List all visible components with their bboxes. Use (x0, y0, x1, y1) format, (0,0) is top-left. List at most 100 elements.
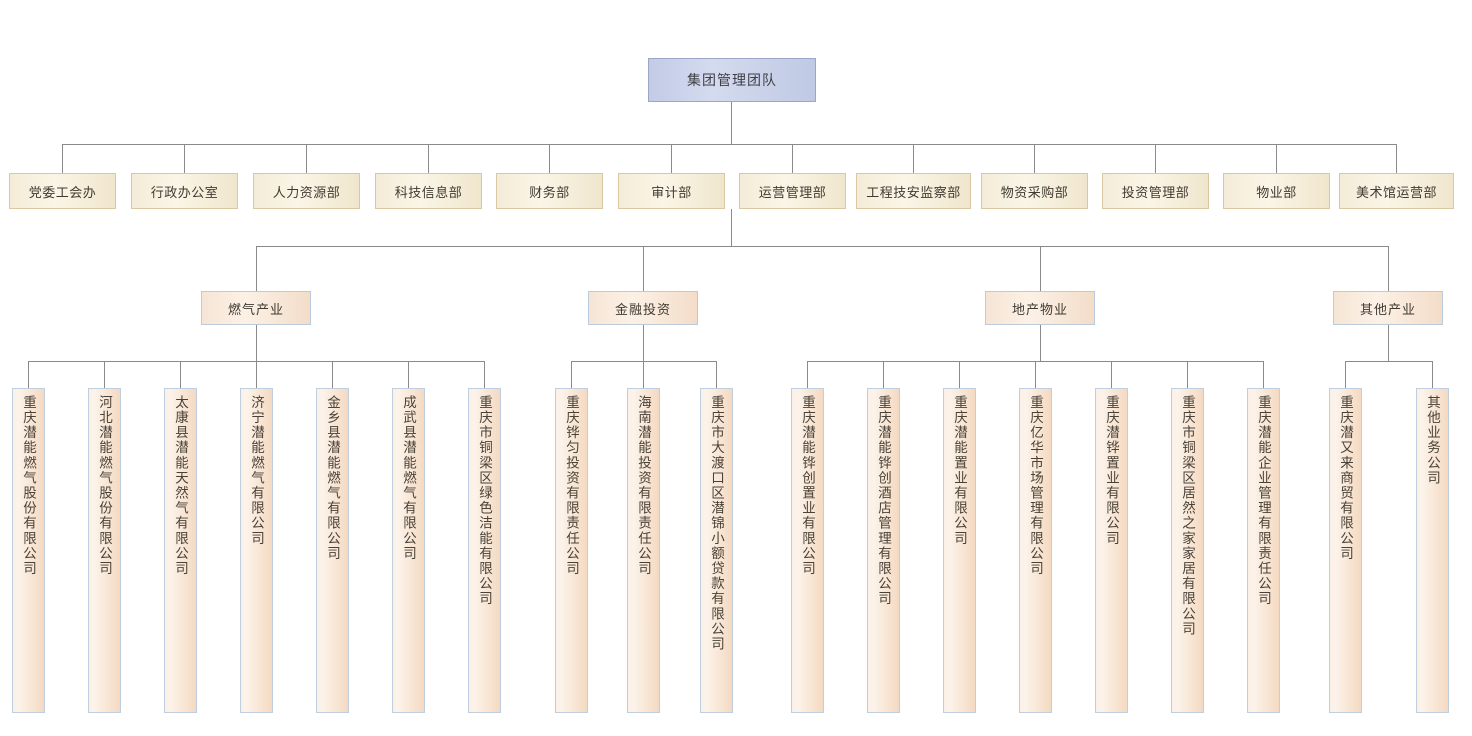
connector-dept-stem-3 (428, 144, 429, 173)
node-label: 重庆亿华市场管理有限公司 (1028, 395, 1043, 577)
connector-gas-stem-2 (180, 361, 181, 388)
node-company-property-5[interactable]: 重庆市铜梁区居然之家家居有限公司 (1171, 388, 1204, 713)
node-company-property-2[interactable]: 重庆潜能置业有限公司 (943, 388, 976, 713)
node-label: 工程技安监察部 (866, 184, 961, 200)
connector-gas-stem-4 (332, 361, 333, 388)
node-division-other[interactable]: 其他产业 (1333, 291, 1443, 325)
node-label: 科技信息部 (394, 184, 463, 200)
node-company-gas-1[interactable]: 河北潜能燃气股份有限公司 (88, 388, 121, 713)
node-label: 运营管理部 (758, 184, 827, 200)
connector-division-stem-0 (256, 246, 257, 291)
connector-other-stem-0 (1345, 361, 1346, 388)
connector-other-stem-1 (1432, 361, 1433, 388)
node-company-property-1[interactable]: 重庆潜能铧创酒店管理有限公司 (867, 388, 900, 713)
connector-gas-feed (256, 325, 257, 361)
connector-dept-stem-0 (62, 144, 63, 173)
connector-dept-stem-10 (1276, 144, 1277, 173)
node-dept-2[interactable]: 人力资源部 (253, 173, 360, 209)
connector-dept-stem-6 (792, 144, 793, 173)
node-label: 集团管理团队 (687, 72, 777, 88)
node-division-gas[interactable]: 燃气产业 (201, 291, 311, 325)
node-dept-6[interactable]: 运营管理部 (739, 173, 846, 209)
connector-dept-stem-7 (913, 144, 914, 173)
node-dept-9[interactable]: 投资管理部 (1102, 173, 1209, 209)
connector-finance-stem-2 (716, 361, 717, 388)
node-company-gas-6[interactable]: 重庆市铜梁区绿色洁能有限公司 (468, 388, 501, 713)
connector-property-stem-2 (959, 361, 960, 388)
connector-gas-stem-1 (104, 361, 105, 388)
node-label: 党委工会办 (28, 184, 97, 200)
node-group-management-team[interactable]: 集团管理团队 (648, 58, 816, 102)
node-division-finance[interactable]: 金融投资 (588, 291, 698, 325)
node-company-property-6[interactable]: 重庆潜能企业管理有限责任公司 (1247, 388, 1280, 713)
node-company-finance-0[interactable]: 重庆铧匀投资有限责任公司 (555, 388, 588, 713)
connector-division-stem-1 (643, 246, 644, 291)
node-dept-3[interactable]: 科技信息部 (375, 173, 482, 209)
node-division-property[interactable]: 地产物业 (985, 291, 1095, 325)
connector-property-stem-1 (883, 361, 884, 388)
node-label: 重庆潜能铧创酒店管理有限公司 (876, 395, 891, 607)
connector-property-stem-3 (1035, 361, 1036, 388)
connector-division-bus (256, 246, 1388, 247)
node-label: 投资管理部 (1121, 184, 1190, 200)
node-label: 重庆潜又来商贸有限公司 (1338, 395, 1353, 562)
node-company-other-1[interactable]: 其他业务公司 (1416, 388, 1449, 713)
node-label: 重庆铧匀投资有限责任公司 (564, 395, 579, 577)
connector-finance-stem-0 (571, 361, 572, 388)
connector-division-stem-2 (1040, 246, 1041, 291)
connector-property-stem-5 (1187, 361, 1188, 388)
connector-dept-stem-1 (184, 144, 185, 173)
connector-dept-stem-9 (1155, 144, 1156, 173)
connector-finance-feed (643, 325, 644, 361)
node-company-finance-1[interactable]: 海南潜能投资有限责任公司 (627, 388, 660, 713)
connector-gas-stem-5 (408, 361, 409, 388)
node-label: 太康县潜能天然气有限公司 (173, 395, 188, 577)
node-label: 重庆市大渡口区潜锦小额贷款有限公司 (709, 395, 724, 652)
node-dept-8[interactable]: 物资采购部 (981, 173, 1088, 209)
connector-other-feed (1388, 325, 1389, 361)
node-company-other-0[interactable]: 重庆潜又来商贸有限公司 (1329, 388, 1362, 713)
node-company-gas-0[interactable]: 重庆潜能燃气股份有限公司 (12, 388, 45, 713)
node-company-property-4[interactable]: 重庆潜铧置业有限公司 (1095, 388, 1128, 713)
node-dept-11[interactable]: 美术馆运营部 (1339, 173, 1454, 209)
node-label: 燃气产业 (227, 301, 284, 317)
node-label: 重庆潜能企业管理有限责任公司 (1256, 395, 1271, 607)
node-dept-0[interactable]: 党委工会办 (9, 173, 116, 209)
node-label: 物业部 (1256, 184, 1297, 200)
node-label: 其他业务公司 (1425, 395, 1440, 486)
node-dept-4[interactable]: 财务部 (496, 173, 603, 209)
node-dept-5[interactable]: 审计部 (618, 173, 725, 209)
node-dept-1[interactable]: 行政办公室 (131, 173, 238, 209)
connector-root-stem (731, 102, 732, 144)
connector-division-feed (731, 209, 732, 246)
node-label: 物资采购部 (1000, 184, 1069, 200)
connector-gas-stem-6 (484, 361, 485, 388)
node-company-property-3[interactable]: 重庆亿华市场管理有限公司 (1019, 388, 1052, 713)
node-label: 金乡县潜能燃气有限公司 (325, 395, 340, 562)
connector-dept-stem-2 (306, 144, 307, 173)
connector-dept-stem-8 (1034, 144, 1035, 173)
connector-gas-stem-3 (256, 361, 257, 388)
node-company-gas-5[interactable]: 成武县潜能燃气有限公司 (392, 388, 425, 713)
node-company-gas-4[interactable]: 金乡县潜能燃气有限公司 (316, 388, 349, 713)
node-label: 重庆潜能置业有限公司 (952, 395, 967, 546)
node-company-finance-2[interactable]: 重庆市大渡口区潜锦小额贷款有限公司 (700, 388, 733, 713)
node-company-property-0[interactable]: 重庆潜能铧创置业有限公司 (791, 388, 824, 713)
node-label: 重庆市铜梁区居然之家家居有限公司 (1180, 395, 1195, 637)
node-dept-10[interactable]: 物业部 (1223, 173, 1330, 209)
node-label: 重庆潜能铧创置业有限公司 (800, 395, 815, 577)
node-company-gas-3[interactable]: 济宁潜能燃气有限公司 (240, 388, 273, 713)
connector-department-bus (62, 144, 1396, 145)
connector-dept-stem-11 (1396, 144, 1397, 173)
node-label: 济宁潜能燃气有限公司 (249, 395, 264, 546)
connector-property-stem-4 (1111, 361, 1112, 388)
node-label: 金融投资 (614, 301, 671, 317)
node-label: 审计部 (651, 184, 692, 200)
node-dept-7[interactable]: 工程技安监察部 (856, 173, 971, 209)
node-company-gas-2[interactable]: 太康县潜能天然气有限公司 (164, 388, 197, 713)
node-label: 财务部 (529, 184, 570, 200)
node-label: 海南潜能投资有限责任公司 (636, 395, 651, 577)
connector-gas-stem-0 (28, 361, 29, 388)
node-label: 行政办公室 (150, 184, 219, 200)
